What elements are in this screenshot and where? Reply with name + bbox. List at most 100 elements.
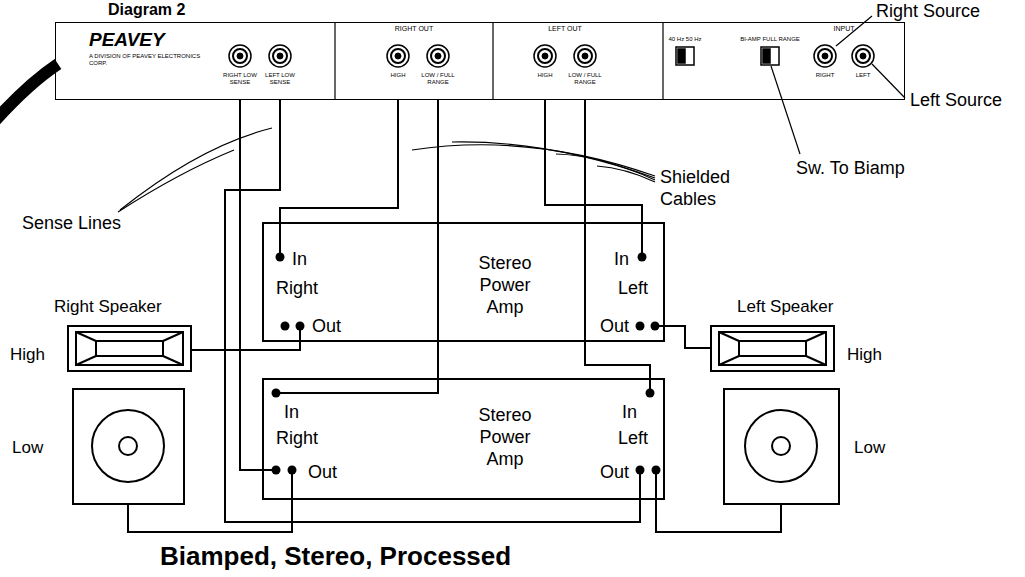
jack [534,45,556,67]
cable [240,100,276,470]
jack-label: RIGHT LOW SENSE [221,72,259,85]
diagram-title: Diagram 2 [108,1,185,19]
jack [229,45,251,67]
jack [574,45,596,67]
switch-label: 40 Hz 50 Hz [655,36,715,43]
jack-label: HIGH [527,72,563,79]
jack-label: LOW / FULL RANGE [418,72,458,85]
panel-dividers [335,22,663,100]
jack [856,49,870,63]
horn [163,356,183,365]
jack [431,49,445,63]
callout-label: Left Source [910,90,1002,111]
cable [280,100,398,257]
node-text: Left Speaker [737,297,833,317]
horn [76,332,183,365]
divider [334,22,335,100]
node-text: Low [854,438,885,458]
leader-line [120,128,272,210]
cone [119,437,137,455]
node-text: Out [600,316,629,337]
node-text: Right [276,278,318,299]
node-text: In [292,249,307,270]
jack [269,45,291,67]
leader-line [118,150,234,212]
jack [395,53,401,59]
horn [719,332,739,341]
node-text: A DIVISION OF PEAVEY ELECTRONICS CORP. [89,53,201,67]
node-text: Right Speaker [54,297,162,317]
horn [719,332,826,365]
switch [676,47,694,65]
terminal [281,322,290,331]
jack [273,49,287,63]
switch-lever [678,49,685,63]
jack [538,49,552,63]
divider [662,22,663,100]
section-label: LEFT OUT [520,25,610,33]
jack-label: LOW / FULL RANGE [565,72,605,85]
power-cord [0,64,58,122]
jacks [229,45,874,67]
leader-line [872,64,905,98]
horn [806,356,826,365]
switch [761,47,779,65]
node-text: High [847,345,882,365]
switches [676,47,779,65]
cone [772,437,790,455]
jack [427,45,449,67]
node-text: PEAVEY [89,29,165,51]
cable [192,326,300,350]
jack [387,45,409,67]
switch-label: BI-AMP FULL RANGE [725,36,815,43]
node-text: Left [618,278,648,299]
jack [233,49,247,63]
amp-terminals [272,253,661,475]
horn [739,341,806,356]
terminal [636,322,645,331]
node-text: Out [312,316,341,337]
callout-label: Right Source [876,1,980,22]
jack [542,53,548,59]
front-panel: PEAVEY A DIVISION OF PEAVEY ELECTRONICS C… [55,22,905,100]
node-text: Left [618,428,648,449]
power-amp: InRightOutStereo Power AmpInLeftOut [262,222,665,342]
horn [163,332,183,341]
jack [818,49,832,63]
divider [492,22,493,100]
jack [822,53,828,59]
jack [237,53,243,59]
jack [582,53,588,59]
jack [578,49,592,63]
node-text: In [622,402,637,423]
horn [76,332,96,341]
leader-line [771,66,800,154]
jack [435,53,441,59]
leader-line [452,142,655,178]
amp-title: Stereo Power Amp [460,252,550,318]
tweeter: Right SpeakerHigh [67,325,192,372]
cable [545,100,642,257]
section-label: RIGHT OUT [369,25,459,33]
tweeter: Left SpeakerHigh [710,325,835,372]
horn [806,332,826,341]
woofer: Low [723,388,840,505]
power-amp: InRightOutStereo Power AmpInLeftOut [262,378,665,500]
leader-line [597,166,655,182]
jack-label: HIGH [380,72,416,79]
node-text: High [10,345,45,365]
amp-title: Stereo Power Amp [460,404,550,470]
diagram-caption: Biamped, Stereo, Processed [160,542,511,572]
cable [225,100,640,522]
horn [96,341,163,356]
horn [76,356,96,365]
cone [745,410,817,482]
node-text: Out [600,462,629,483]
callout-label: Sw. To Biamp [796,158,905,179]
woofer: Low [72,388,185,505]
cone [92,410,164,482]
callout-label: Shielded Cables [660,166,744,210]
node-text: Out [308,462,337,483]
jack-label: LEFT LOW SENSE [261,72,299,85]
cable [128,470,292,532]
